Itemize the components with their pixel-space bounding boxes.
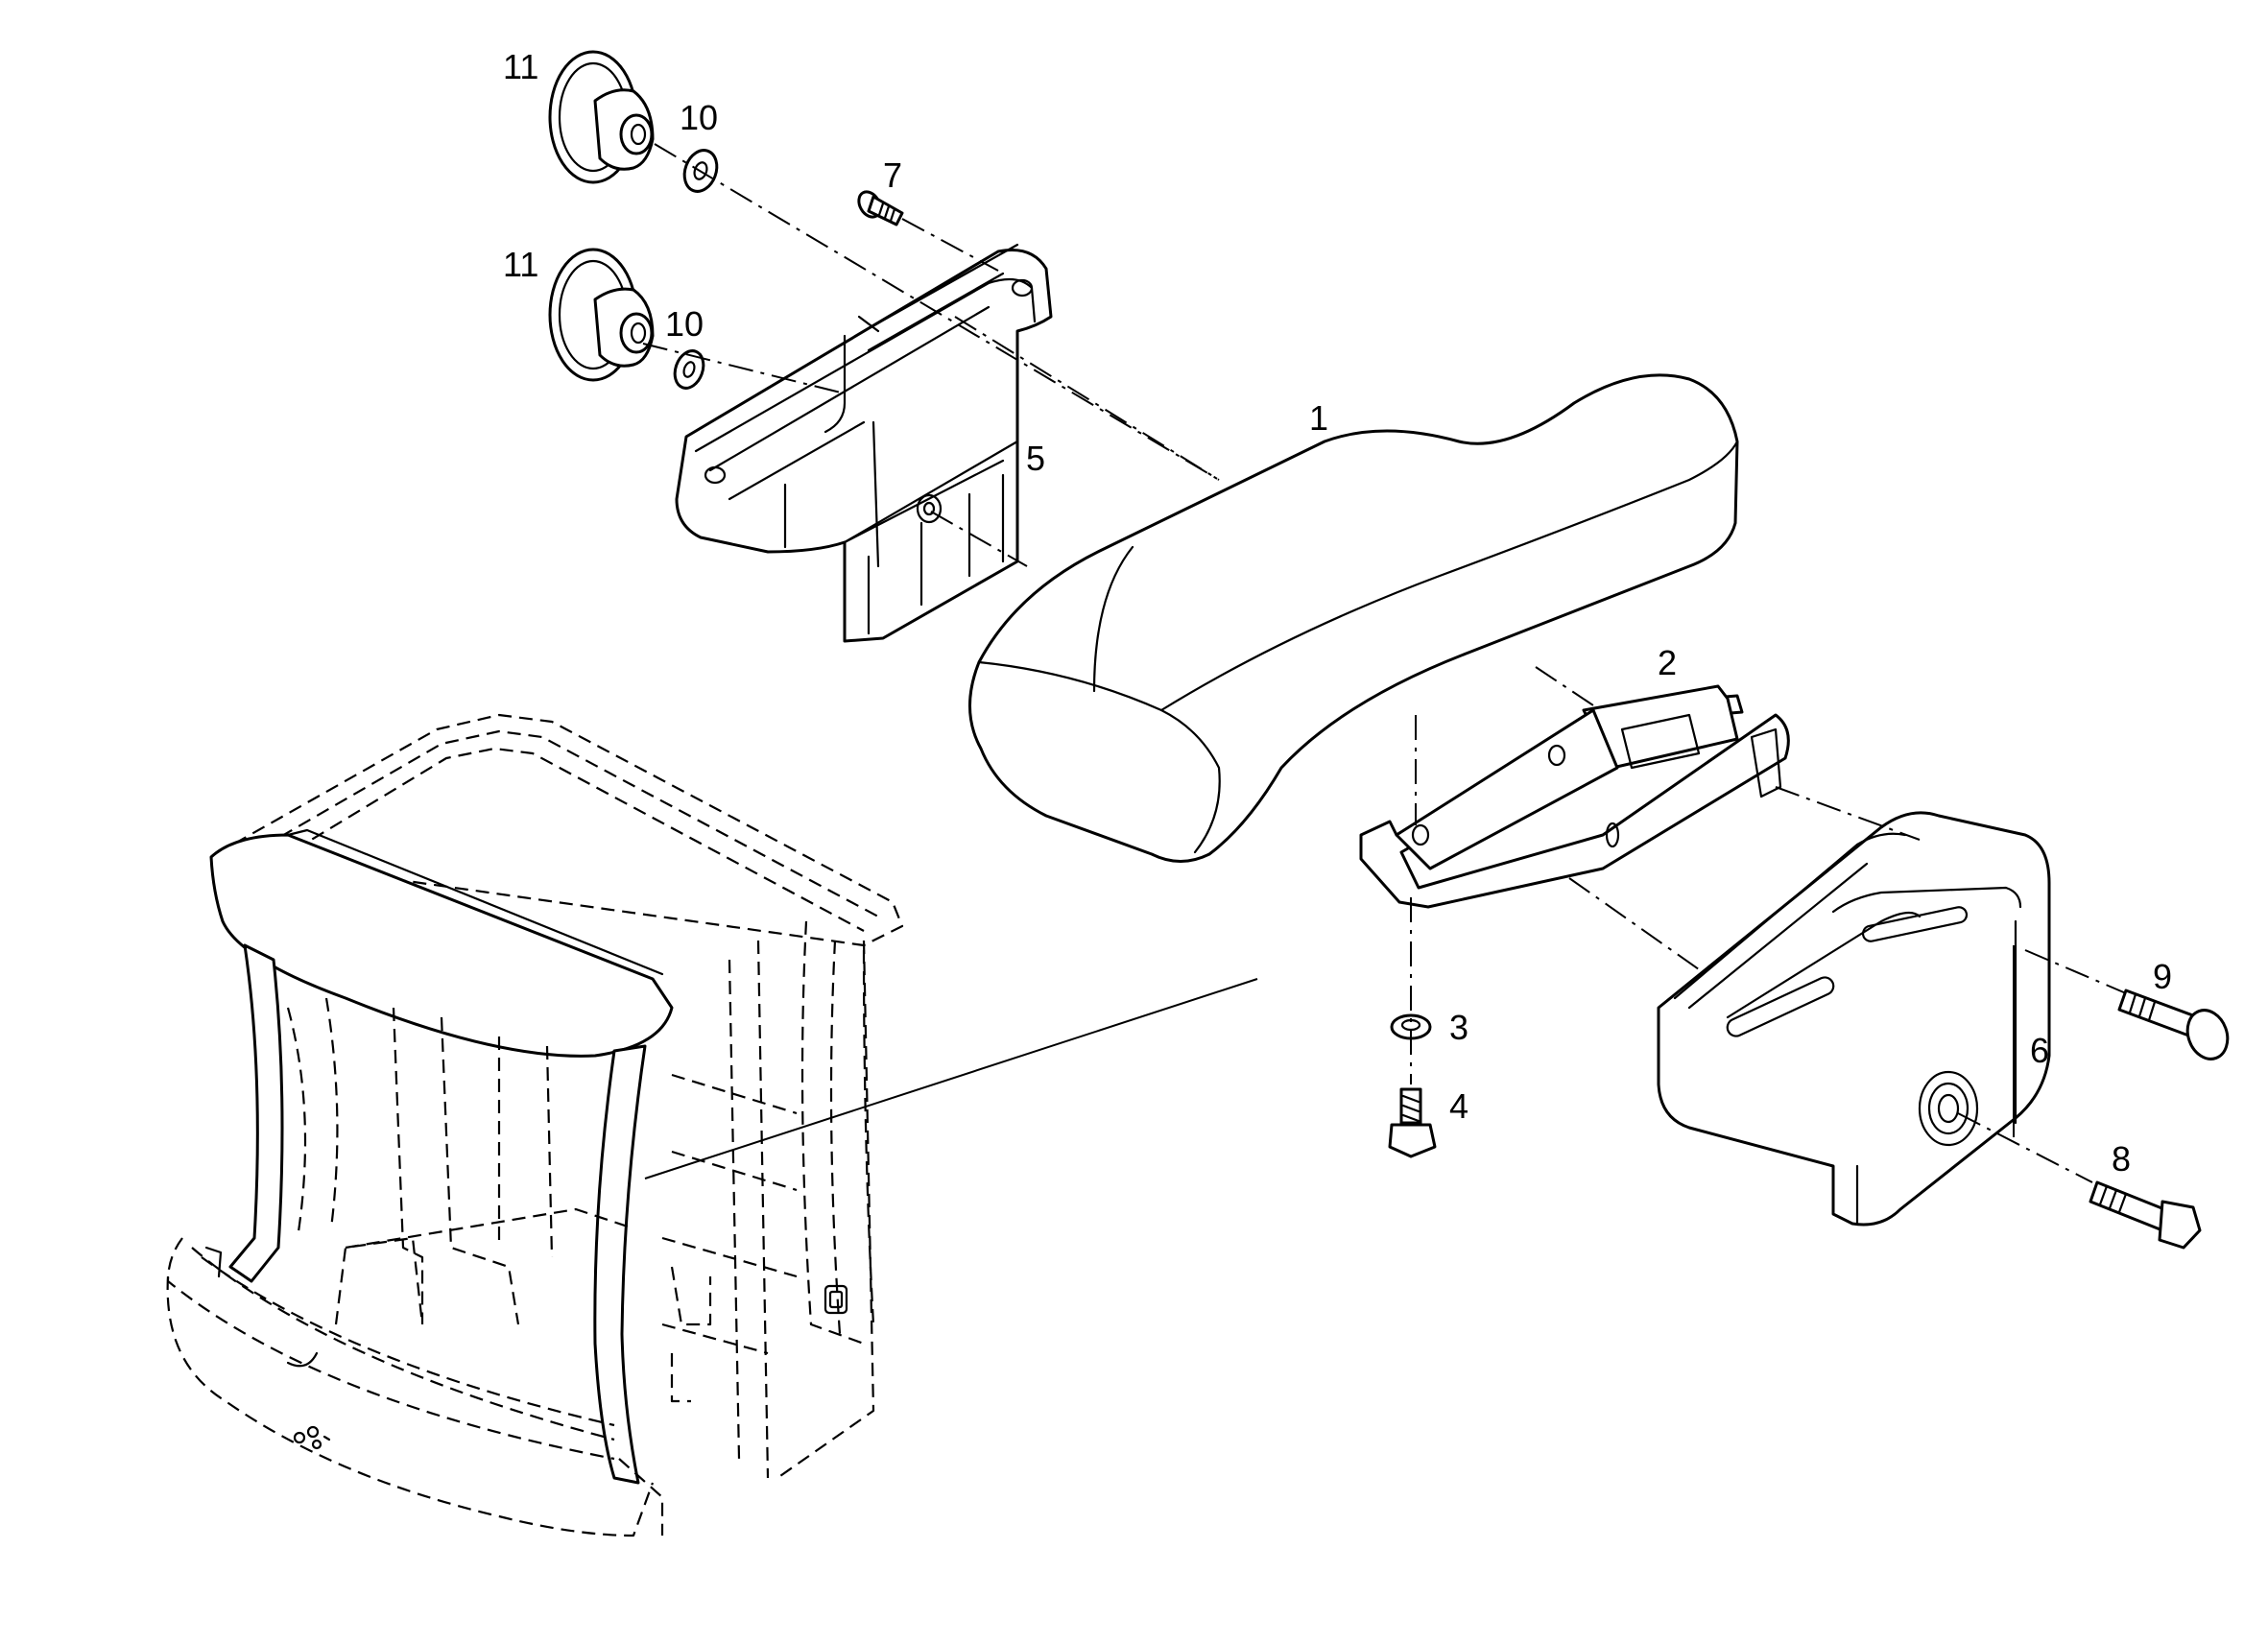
- bumper-part-11-upper: [548, 50, 655, 184]
- callout-11-upper: 11: [503, 47, 538, 86]
- callout-10-lower: 10: [665, 304, 704, 344]
- callout-4: 4: [1449, 1086, 1468, 1126]
- callout-7: 7: [883, 155, 902, 195]
- side-mount-part-6: [1657, 811, 2051, 1227]
- callout-11-lower: 11: [503, 245, 538, 284]
- bolt-part-4: [1388, 1087, 1437, 1158]
- callout-5: 5: [1026, 439, 1045, 478]
- hex-bolt-part-8: [2089, 1180, 2202, 1250]
- assembly-centerlines: [642, 143, 2127, 1183]
- callout-9: 9: [2153, 957, 2172, 996]
- bumper-part-11-lower: [548, 248, 655, 382]
- callout-2: 2: [1658, 643, 1677, 682]
- callout-6: 6: [2030, 1031, 2049, 1070]
- carriage-bolt-part-9: [2117, 989, 2230, 1060]
- armrest-cushion-part-1: [968, 373, 1739, 863]
- mounting-bracket-part-5: [675, 243, 1053, 643]
- washer-part-10-lower: [673, 349, 705, 390]
- screw-part-7: [857, 190, 904, 226]
- cab-outline: [166, 713, 1258, 1537]
- callout-labels: 1 2 3 4 5 6 7 8 9 10 10 11 11: [503, 47, 2172, 1179]
- callout-8: 8: [2112, 1139, 2131, 1179]
- callout-3: 3: [1449, 1008, 1468, 1047]
- support-bracket-part-2: [1359, 684, 1790, 909]
- callout-10-upper: 10: [680, 98, 718, 137]
- callout-1: 1: [1309, 398, 1328, 438]
